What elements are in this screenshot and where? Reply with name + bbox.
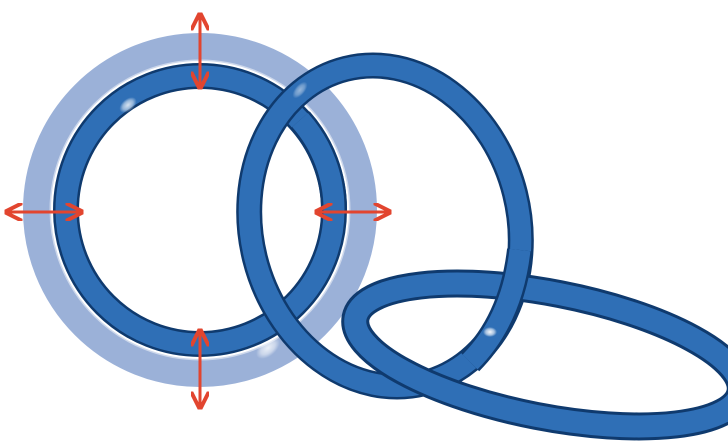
- oval-ring-front-segment: [470, 250, 520, 362]
- flat-ring: [344, 257, 728, 446]
